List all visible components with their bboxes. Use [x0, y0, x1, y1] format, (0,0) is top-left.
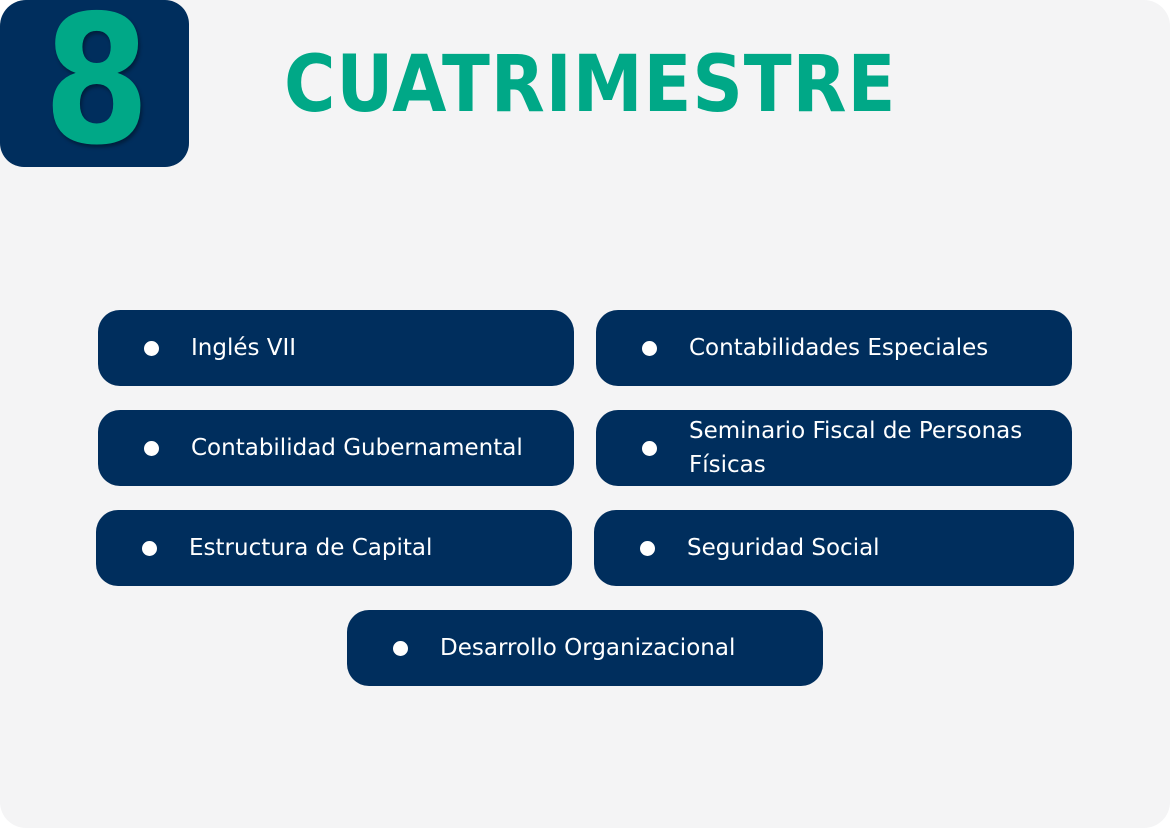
subject-pill: Desarrollo Organizacional — [347, 610, 823, 686]
subject-label: Estructura de Capital — [189, 535, 433, 561]
subject-label: Desarrollo Organizacional — [440, 635, 736, 661]
bullet-icon — [144, 440, 159, 456]
subject-pill: Contabilidades Especiales — [596, 310, 1072, 386]
subject-label: Inglés VII — [191, 335, 297, 361]
bullet-icon — [393, 640, 408, 656]
subject-label: Contabilidad Gubernamental — [191, 435, 523, 461]
subject-pill: Seminario Fiscal de Personas Físicas — [596, 410, 1072, 486]
bullet-icon — [640, 540, 655, 556]
semester-number-badge: 8 — [0, 0, 189, 184]
subject-pill: Contabilidad Gubernamental — [98, 410, 574, 486]
bullet-icon — [144, 340, 159, 356]
bullet-icon — [642, 440, 657, 456]
page-title: CUATRIMESTRE — [284, 40, 897, 130]
bullet-icon — [642, 340, 657, 356]
subject-label: Seguridad Social — [687, 535, 880, 561]
semester-number: 8 — [42, 0, 150, 184]
subject-label: Contabilidades Especiales — [689, 335, 989, 361]
subject-pill: Seguridad Social — [594, 510, 1074, 586]
subject-pill: Estructura de Capital — [96, 510, 572, 586]
subject-pill: Inglés VII — [98, 310, 574, 386]
bullet-icon — [142, 540, 157, 556]
subject-label: Seminario Fiscal de Personas Físicas — [689, 418, 1023, 478]
